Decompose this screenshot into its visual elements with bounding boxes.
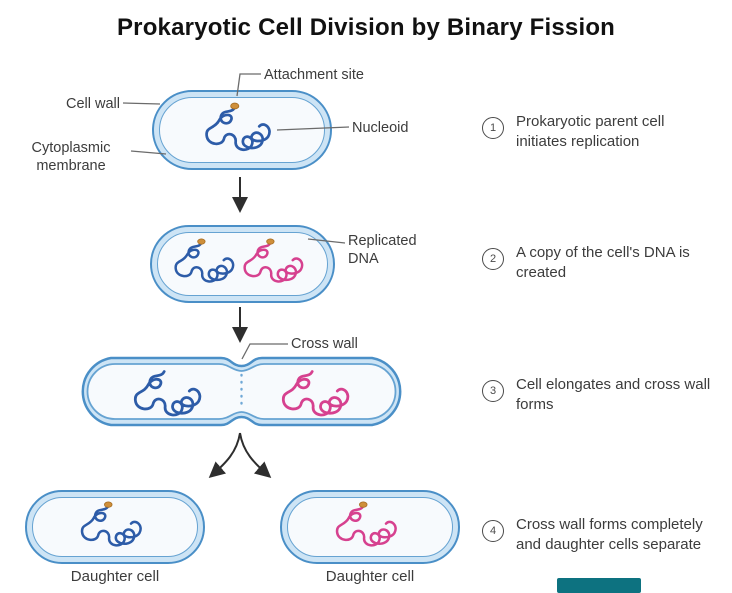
nucleoid-dna-icon-blue xyxy=(174,238,235,283)
parent-cell-cytoplasm xyxy=(159,97,325,163)
label-cytoplasmic-membrane: Cytoplasmic membrane xyxy=(31,140,111,175)
nucleoid-dna-icon-pink xyxy=(335,501,397,547)
step-1: 1 Prokaryotic parent cell initiates repl… xyxy=(482,112,716,153)
attachment-site-dot xyxy=(359,501,368,508)
elongated-cell-membrane xyxy=(86,363,397,420)
step-3: 3 Cell elongates and cross wall forms xyxy=(482,375,716,416)
step-3-text: Cell elongates and cross wall forms xyxy=(516,376,711,414)
replicated-dna-icon-pink xyxy=(243,238,304,283)
step-4: 4 Cross wall forms completely and daught… xyxy=(482,515,716,556)
step-2-number-badge: 2 xyxy=(482,248,504,270)
parent-cell xyxy=(152,90,332,170)
attachment-site-dot xyxy=(104,501,113,508)
label-attachment-site: Attachment site xyxy=(264,67,364,83)
daughter-cell-right-cytoplasm xyxy=(287,497,453,557)
label-replicated-dna: Replicated DNA xyxy=(348,233,417,268)
step-3-number-badge: 3 xyxy=(482,380,504,402)
elongated-cell xyxy=(81,356,402,427)
attachment-site-dot xyxy=(197,238,206,245)
nucleoid-dna-icon xyxy=(205,102,271,152)
daughter-cell-right xyxy=(280,490,460,564)
attachment-site-dot xyxy=(266,238,275,245)
label-nucleoid: Nucleoid xyxy=(352,120,409,136)
step-4-text: Cross wall forms completely and daughter… xyxy=(516,516,703,554)
step-2-text: A copy of the cell's DNA is created xyxy=(516,244,690,282)
daughter-cell-left-cytoplasm xyxy=(32,497,198,557)
replicating-cell xyxy=(150,225,335,303)
attachment-site-dot xyxy=(230,102,240,110)
diagram-title: Prokaryotic Cell Division by Binary Fiss… xyxy=(116,14,616,41)
step-1-text: Prokaryotic parent cell initiates replic… xyxy=(516,113,665,151)
branch-arrow-left-icon xyxy=(208,432,241,478)
step-1-number-badge: 1 xyxy=(482,117,504,139)
label-cell-wall: Cell wall xyxy=(66,96,120,112)
label-daughter-cell-left: Daughter cell xyxy=(70,568,160,585)
label-cross-wall: Cross wall xyxy=(291,336,358,352)
replicating-cell-cytoplasm xyxy=(157,232,328,296)
branch-arrow-right-icon xyxy=(239,432,272,478)
watermark-badge xyxy=(557,578,641,593)
cell-wall-pointer-line xyxy=(122,102,161,105)
label-daughter-cell-right: Daughter cell xyxy=(325,568,415,585)
nucleoid-dna-icon-blue xyxy=(80,501,142,547)
daughter-cell-left xyxy=(25,490,205,564)
step-4-number-badge: 4 xyxy=(482,520,504,542)
step-2: 2 A copy of the cell's DNA is created xyxy=(482,243,716,284)
